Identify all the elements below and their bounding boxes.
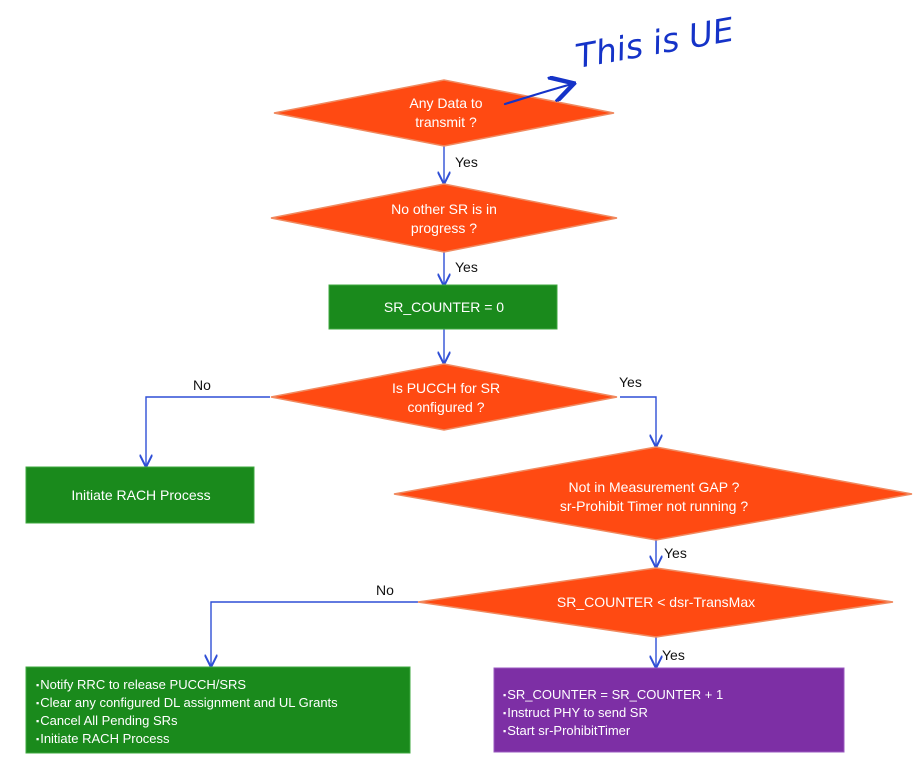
annotation-text: This is UE [573, 10, 737, 76]
label-d5-yes: Yes [662, 647, 685, 663]
list-item: Clear any configured DL assignment and U… [36, 694, 337, 712]
decision-sr-counter-max: SR_COUNTER < dsr-TransMax [417, 567, 894, 638]
list-item: Initiate RACH Process [36, 730, 338, 748]
decision-pucch-line-2: configured ? [407, 399, 484, 415]
process-initiate-rach: Initiate RACH Process [25, 466, 255, 524]
edge-d5-no [211, 601, 418, 666]
process-sr-counter-zero-label: SR_COUNTER = 0 [384, 299, 504, 315]
edge-d3-yes [620, 396, 656, 446]
decision-no-other-sr-line-1: No other SR is in [391, 201, 497, 217]
label-d3-yes: Yes [619, 374, 642, 390]
label-d4-yes: Yes [664, 545, 687, 561]
decision-measurement-gap-line-1: Not in Measurement GAP ? [569, 479, 740, 495]
handwritten-annotation: This is UE [503, 10, 737, 106]
label-d2-yes: Yes [455, 259, 478, 275]
list-item: Start sr-ProhibitTimer [503, 722, 723, 740]
connectors [146, 146, 656, 667]
list-item: Notify RRC to release PUCCH/SRS [36, 676, 338, 694]
process-sr-counter-zero: SR_COUNTER = 0 [328, 284, 558, 330]
decision-any-data-line-1: Any Data to [409, 95, 482, 111]
decision-pucch-line-1: Is PUCCH for SR [392, 380, 500, 396]
label-d3-no: No [193, 377, 211, 393]
decision-any-data-line-2: transmit ? [415, 114, 477, 130]
list-item: Cancel All Pending SRs [36, 712, 338, 730]
release-steps-list: Notify RRC to release PUCCH/SRS Clear an… [36, 676, 338, 748]
decision-any-data: Any Data to transmit ? [273, 79, 615, 147]
label-d5-no: No [376, 582, 394, 598]
edge-d3-no [146, 396, 270, 466]
edge-labels: Yes Yes No Yes Yes No Yes [193, 154, 687, 663]
label-d1-yes: Yes [455, 154, 478, 170]
decision-sr-counter-max-label: SR_COUNTER < dsr-TransMax [557, 594, 755, 610]
list-item: Instruct PHY to send SR [503, 704, 723, 722]
decision-no-other-sr-line-2: progress ? [411, 220, 477, 236]
decision-measurement-gap-line-2: sr-Prohibit Timer not running ? [560, 498, 749, 514]
decision-measurement-gap: Not in Measurement GAP ? sr-Prohibit Tim… [393, 446, 913, 541]
send-sr-steps-list: SR_COUNTER = SR_COUNTER + 1 Instruct PHY… [503, 686, 723, 740]
list-item: SR_COUNTER = SR_COUNTER + 1 [503, 686, 723, 704]
decision-no-other-sr: No other SR is in progress ? [270, 183, 618, 253]
decision-pucch-configured: Is PUCCH for SR configured ? [270, 363, 618, 431]
annotation-arrow [503, 84, 572, 106]
process-initiate-rach-label: Initiate RACH Process [71, 487, 210, 503]
